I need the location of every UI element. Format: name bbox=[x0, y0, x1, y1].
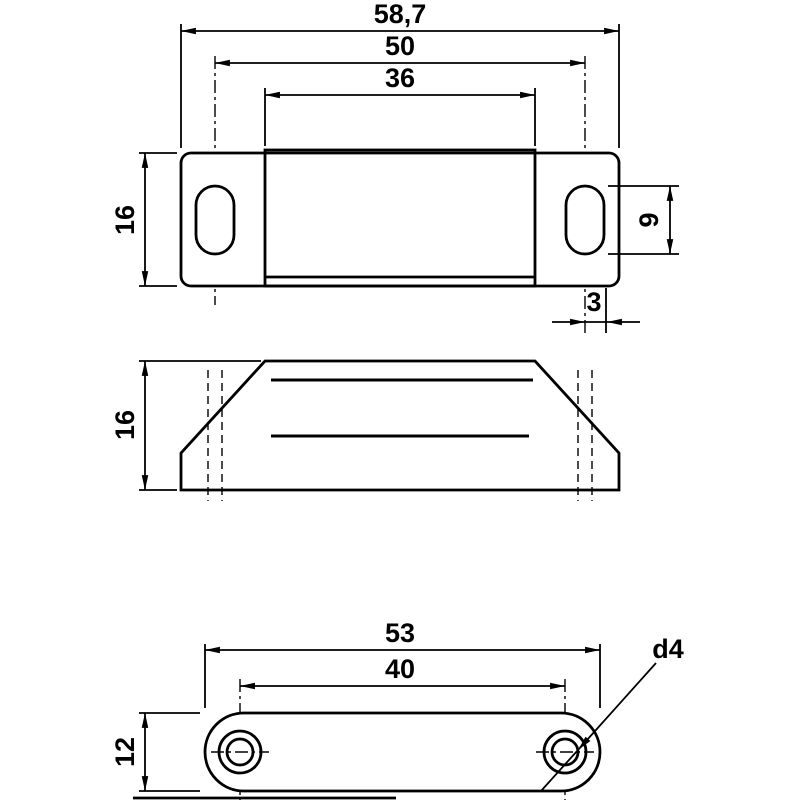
dim-slot-length: 9 bbox=[608, 185, 679, 255]
bottom-view: 53 40 12 d4 bbox=[110, 618, 684, 800]
dim-hole-diameter: d4 bbox=[540, 634, 684, 792]
dim-label-slot-end-offset: 3 bbox=[586, 287, 601, 317]
dim-label-hole-diameter: d4 bbox=[652, 634, 684, 664]
dim-hole-centers: 40 bbox=[240, 654, 565, 690]
mounting-slot-left bbox=[194, 184, 236, 256]
dim-label-hole-centers: 40 bbox=[385, 654, 415, 684]
side-view-part bbox=[179, 359, 621, 501]
dim-plate-width: 12 bbox=[110, 712, 200, 792]
top-view: 58,7 50 36 16 9 3 bbox=[110, 0, 679, 333]
magnet-body-outline bbox=[263, 148, 537, 288]
dim-slot-centers: 50 bbox=[215, 31, 585, 67]
dim-label-slot-length: 9 bbox=[634, 212, 664, 227]
bottom-view-part bbox=[203, 679, 602, 800]
leader-line-tail bbox=[540, 749, 579, 792]
dim-label-plate-width: 12 bbox=[110, 737, 140, 767]
dim-label-side-height: 16 bbox=[110, 410, 140, 440]
dim-label-slot-centers: 50 bbox=[385, 31, 415, 61]
side-view: 16 bbox=[110, 359, 621, 501]
plate-outline bbox=[179, 151, 621, 288]
counterplate-outline bbox=[203, 711, 602, 793]
side-profile-outline bbox=[179, 359, 621, 492]
leader-line bbox=[577, 662, 657, 751]
mounting-slot-right bbox=[564, 184, 606, 256]
dim-label-body-width: 36 bbox=[385, 63, 415, 93]
dim-slot-end-offset: 3 bbox=[552, 287, 640, 333]
dim-label-plate-height: 16 bbox=[110, 205, 140, 235]
dim-label-overall-width: 58,7 bbox=[374, 0, 427, 29]
dim-label-overall-length: 53 bbox=[385, 618, 415, 648]
dim-overall-length: 53 bbox=[204, 618, 601, 708]
dim-body-width: 36 bbox=[264, 63, 536, 146]
dim-plate-height: 16 bbox=[110, 152, 177, 287]
dim-overall-width: 58,7 bbox=[180, 0, 620, 148]
top-view-part bbox=[179, 56, 621, 333]
dim-side-height: 16 bbox=[110, 360, 261, 491]
